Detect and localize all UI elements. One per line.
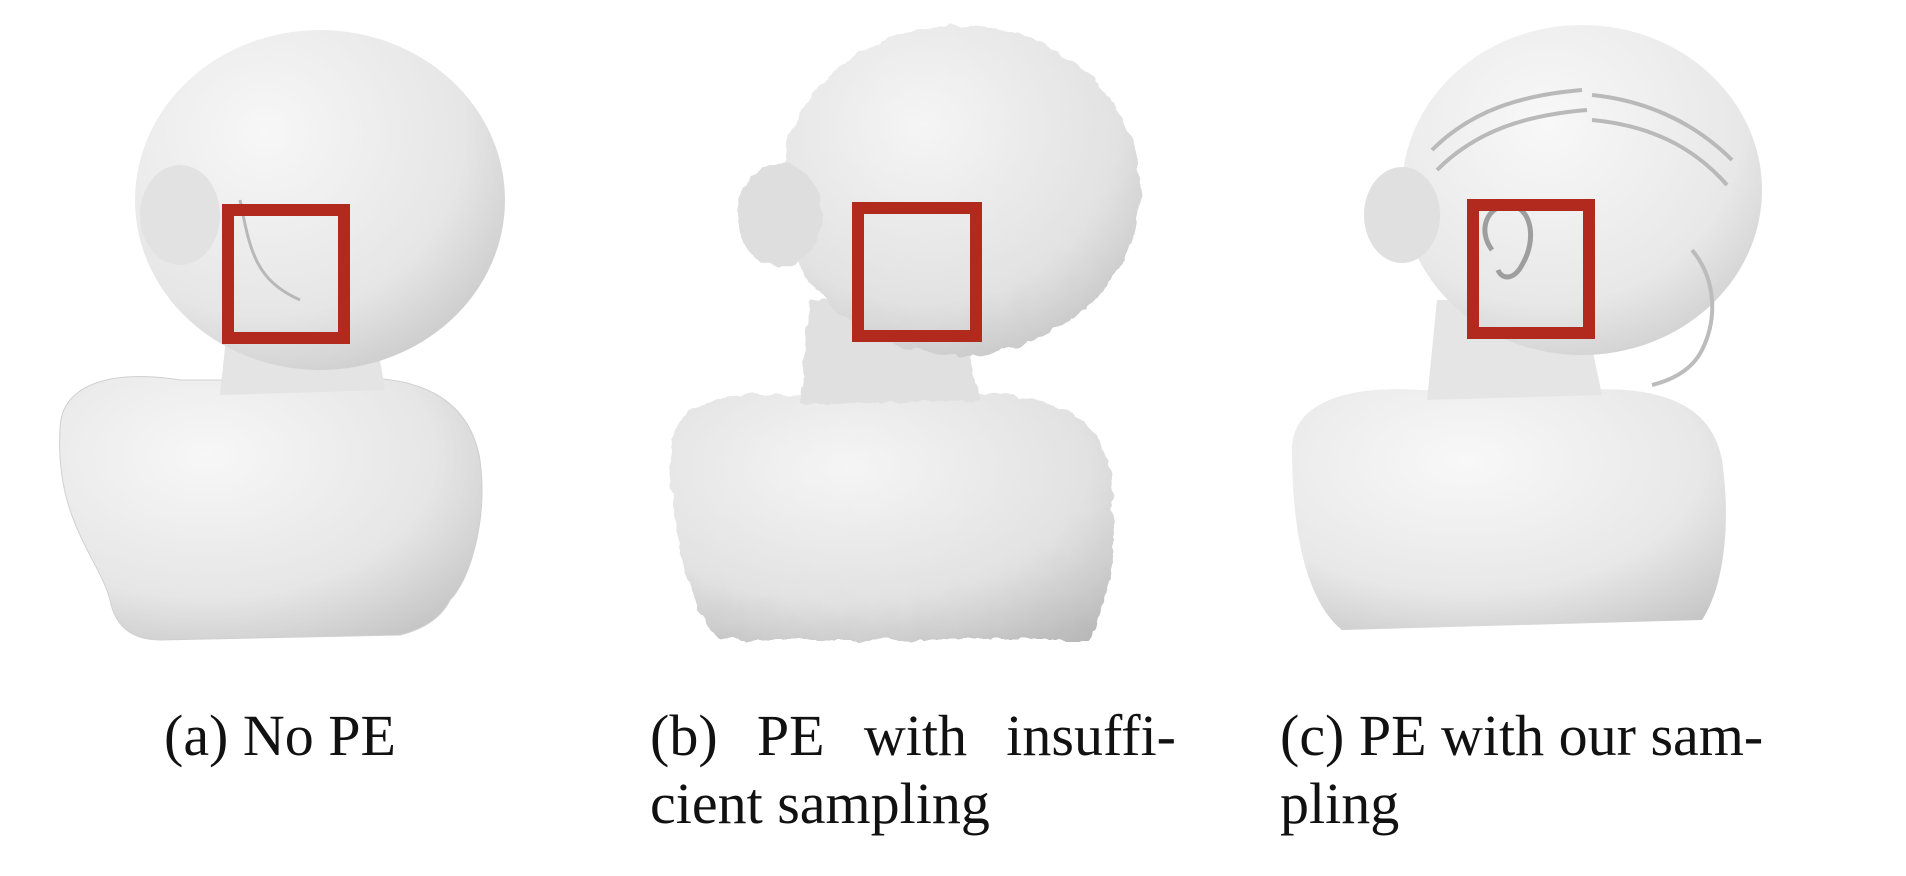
- hair-braid: [1430, 88, 1734, 187]
- bust-bun: [738, 163, 822, 267]
- zoom-box: [222, 204, 350, 344]
- caption-a: (a) No PE: [164, 702, 484, 770]
- caption-line: (b) PE with insuffi-: [650, 703, 1176, 768]
- bust-torso: [670, 393, 1114, 640]
- zoom-box: [1467, 199, 1595, 339]
- bust-render-no-pe: [59, 30, 505, 641]
- panel-c: (c) PE with our sam- pling: [1262, 0, 1882, 876]
- panel-b: (b) PE with insuffi- cient sampling: [630, 0, 1250, 876]
- bust-bun: [1364, 167, 1440, 263]
- caption-b: (b) PE with insuffi- cient sampling: [650, 702, 1176, 838]
- bust-head: [1402, 25, 1762, 355]
- bust-render-our-sampling: [1292, 25, 1762, 630]
- bust-torso: [59, 376, 483, 641]
- bust-render-insufficient-sampling: [670, 25, 1140, 640]
- zoom-box: [852, 202, 982, 342]
- face-profile: [1651, 248, 1715, 387]
- caption-line: (c) PE with our sam-: [1280, 703, 1764, 768]
- panel-a: (a) No PE: [0, 0, 620, 876]
- caption-c: (c) PE with our sam- pling: [1280, 702, 1840, 838]
- caption-line: cient sampling: [650, 771, 990, 836]
- bust-head: [780, 25, 1140, 355]
- ear: [1482, 202, 1534, 280]
- bust-torso: [1292, 389, 1726, 630]
- bust-bun: [140, 165, 220, 265]
- caption-line: (a) No PE: [164, 703, 396, 768]
- caption-line: pling: [1280, 771, 1400, 836]
